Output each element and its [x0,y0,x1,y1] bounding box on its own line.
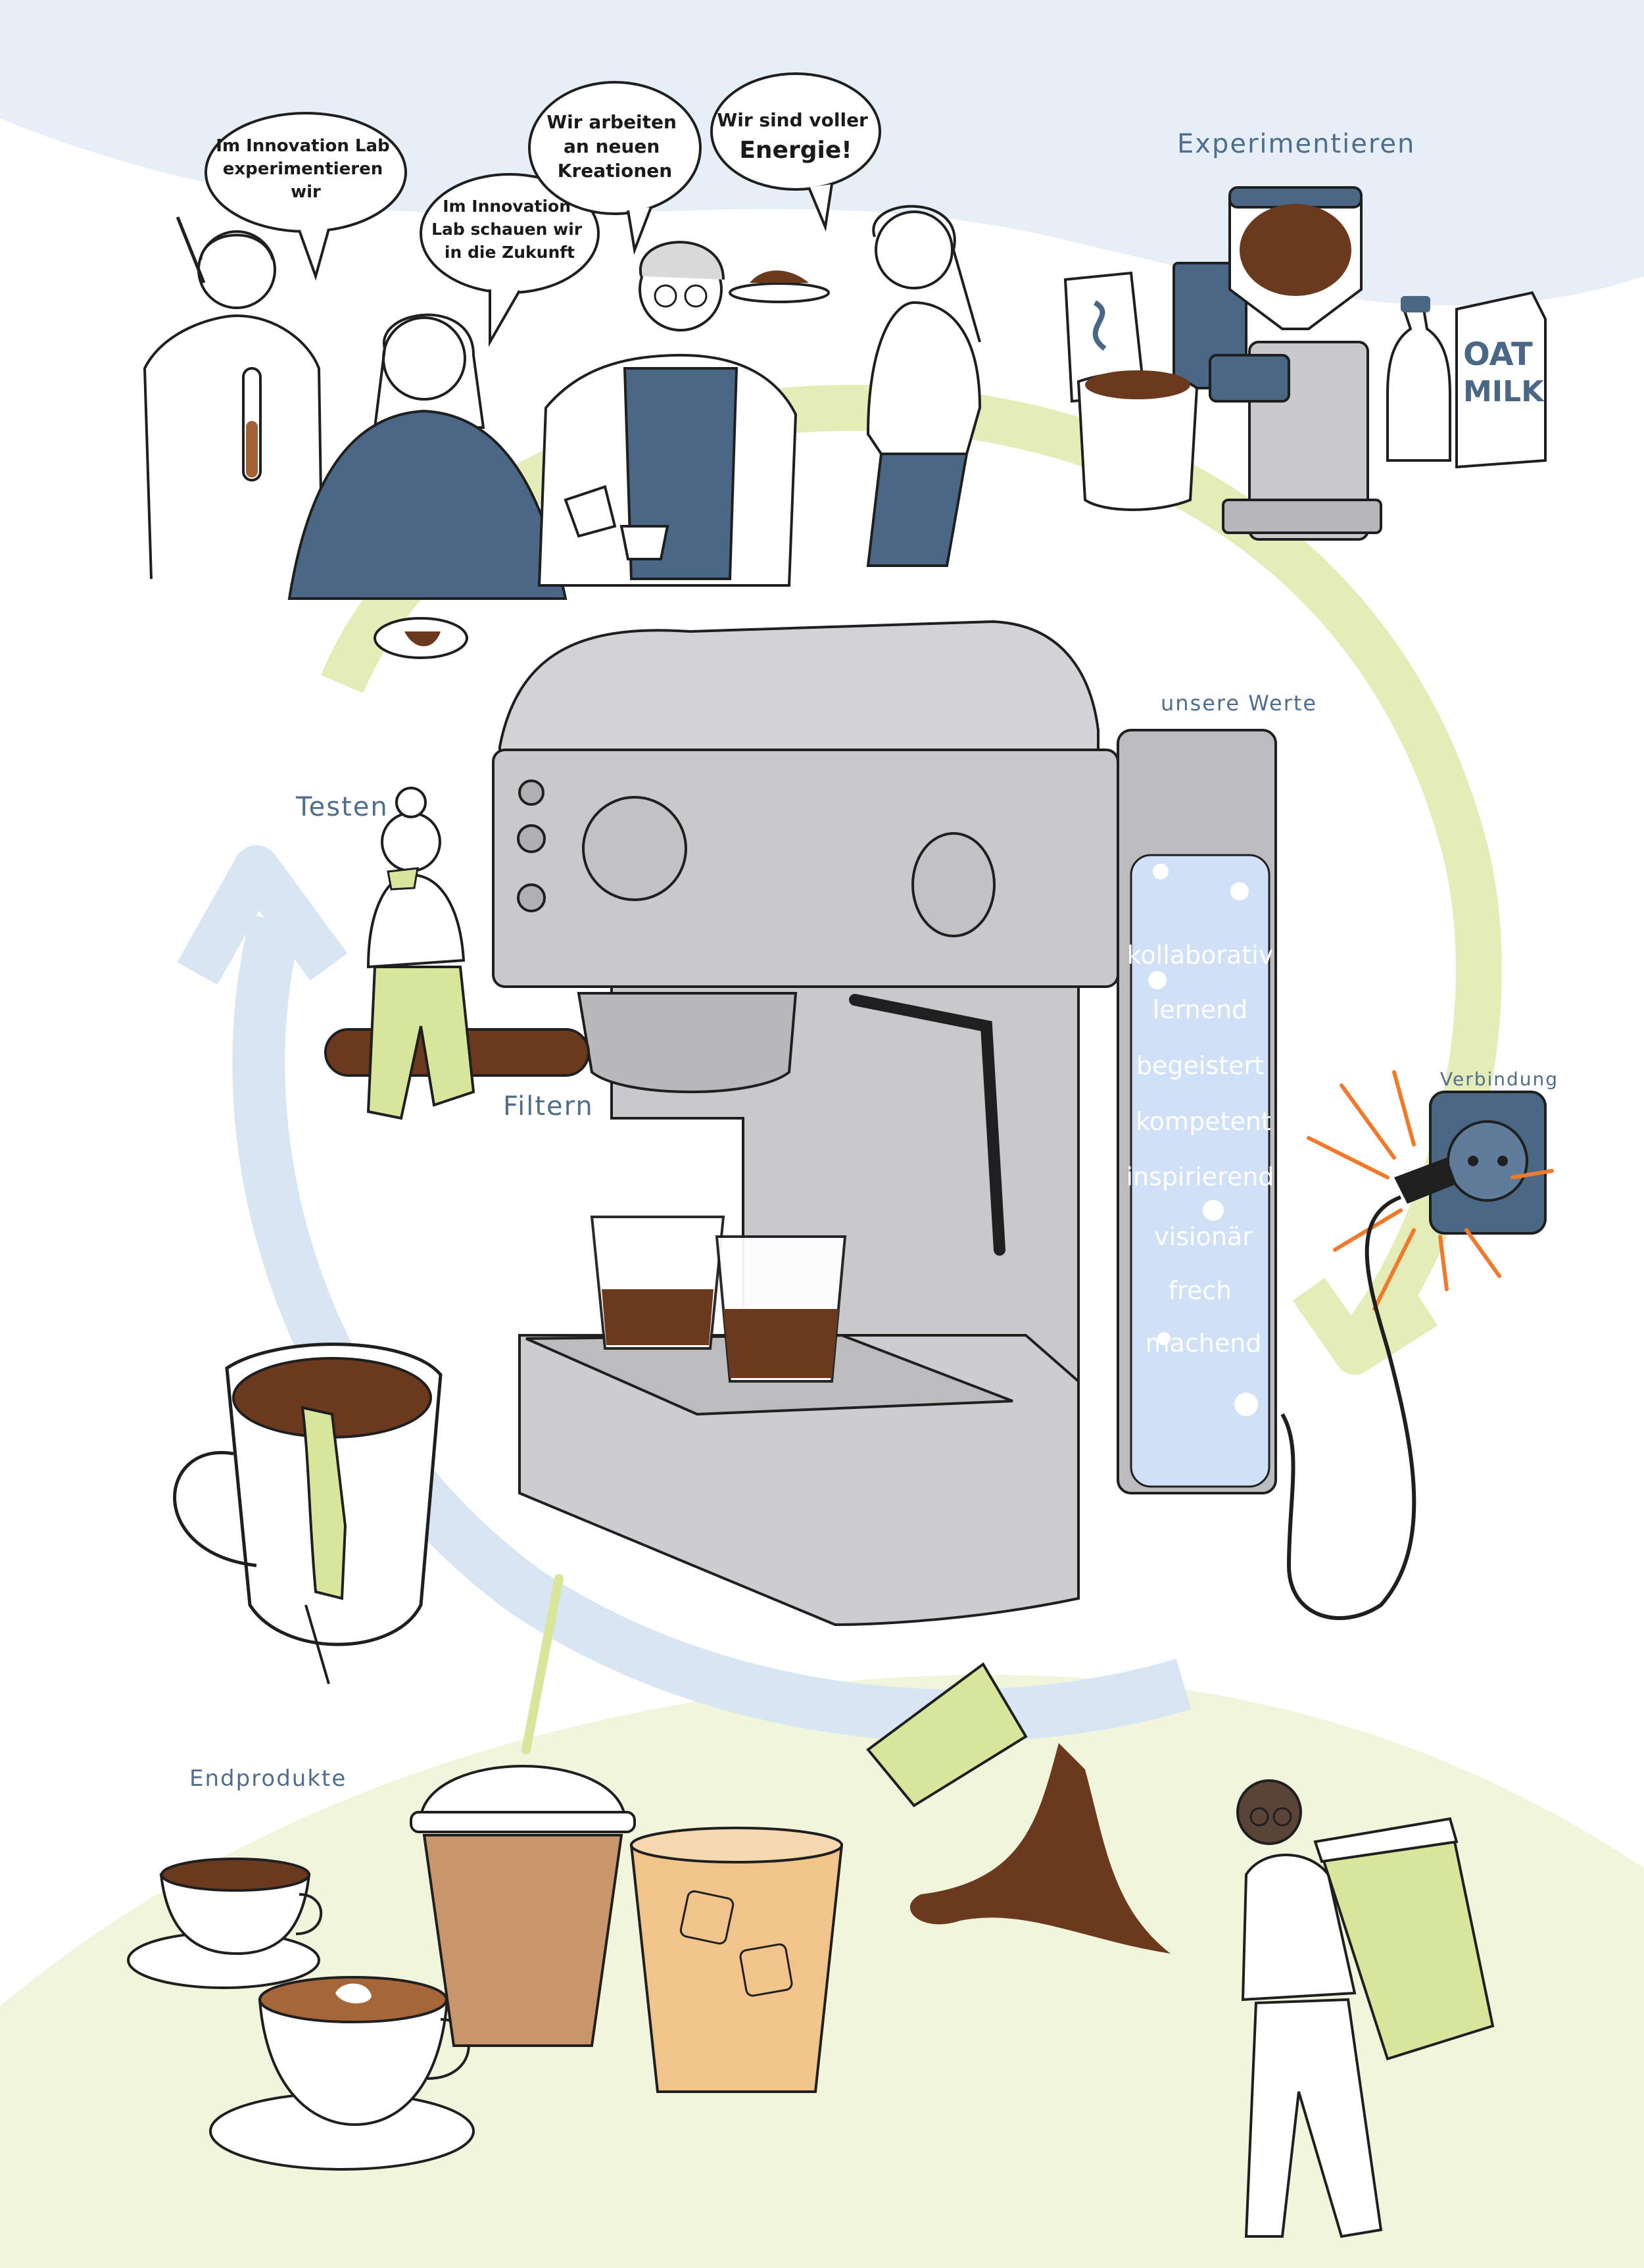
person-tester [366,787,475,1120]
label-verbindung: Verbindung [1440,1068,1559,1090]
diving-legs [301,1406,347,1600]
cycle-arrowhead-blue [177,845,348,985]
tray [729,282,830,303]
bubble-2-line-2: Lab schauen wir [431,220,583,239]
value-machend: machend [1146,1329,1262,1358]
svg-text:Im Innovation Lab experi: Im Innovation Lab experimentieren wir [216,136,395,202]
bubble-2-line-1: Im Innovation [443,197,571,216]
svg-text:Wir sind voller Energie!: Wir sind voller Energie! [717,109,874,164]
label-endprodukte: Endprodukte [189,1765,347,1792]
big-mug [173,1343,443,1685]
group-head [577,992,798,1093]
label-experimentieren: Experimentieren [1177,129,1415,159]
bubble-1-line-3: wir [291,182,321,202]
button-1 [518,779,544,806]
steam-wand [849,994,1005,1256]
person-waitress [729,205,982,567]
oat-milk-label-2: MILK [1463,375,1545,408]
bubble-3-line-3: Kreationen [558,160,672,182]
coffee-sack [1076,370,1199,511]
barista-cup [619,525,669,560]
value-visionaer: visionär [1154,1222,1253,1251]
speech-bubble-2: Im Innovation Lab schauen wir in die Zuk… [420,173,600,347]
value-begeistert: begeistert [1136,1051,1264,1080]
bubble-1-line-2: experimentieren [223,159,383,179]
value-lernend: lernend [1153,995,1248,1024]
person-scientist [143,216,324,579]
cycle-arrowhead-green [1292,1277,1438,1375]
speech-bubble-4: Wir sind voller Energie! [710,72,881,232]
espresso-glass-1 [590,1216,725,1350]
straw [521,1574,564,1754]
person-barista [537,241,798,587]
machine-base [518,1334,1080,1627]
machine-top-dome [498,620,1100,758]
person-woman-navy [287,313,568,659]
tipped-cup-with-spill [866,1662,1171,1954]
value-kompetent: kompetent [1136,1107,1271,1136]
milk-bottle [1386,296,1451,462]
bubble-1-line-1: Im Innovation Lab [216,136,389,156]
value-inspirierend: inspirierend [1126,1162,1274,1191]
value-kollaborativ: kollaborativ [1127,941,1274,970]
bubble-3-line-1: Wir arbeiten [546,111,677,133]
power-cable [1280,1195,1416,1620]
bubble-2-line-3: in die Zukunft [445,243,575,262]
tester-pants [366,966,475,1120]
dial-left [582,796,687,901]
espresso-machine [324,620,1277,1627]
tester-cup [387,867,419,891]
oat-milk-label-1: OAT [1463,336,1533,373]
button-3 [517,883,546,912]
espresso-glass-2 [715,1235,847,1383]
iced-latte-cup [410,1574,636,2047]
water-tank [1130,854,1270,1488]
milk-pitcher [564,485,617,538]
speech-bubble-1: Im Innovation Lab experimentieren wir [205,112,407,281]
latte-cup [209,1976,475,2171]
espresso-cup [127,1858,323,1989]
oat-milk-carton: OAT MILK [1455,291,1547,469]
label-filtern: Filtern [503,1091,594,1122]
iced-coffee-glass [629,1827,844,2093]
person-carrying-cup [1236,1779,1495,2238]
label-testen: Testen [295,792,389,822]
power-socket [1429,1091,1547,1235]
power-plug [1394,1158,1457,1204]
svg-text:Wir arbeiten an neuen: Wir arbeiten an neuen Kreationen [546,111,683,182]
jeans [866,453,969,567]
button-2 [517,824,546,853]
pipette [176,216,206,284]
value-frech: frech [1169,1276,1232,1305]
spark-lines [1307,1070,1554,1311]
values-list: kollaborativ lernend begeistert kompeten… [1126,941,1274,1358]
label-unsere-werte: unsere Werte [1161,691,1317,716]
bubble-3-line-2: an neuen [564,136,660,157]
speech-bubble-3: Wir arbeiten an neuen Kreationen [528,81,702,255]
bubble-4-line-1: Wir sind voller [717,109,868,131]
coffee-grinder [1209,186,1382,541]
svg-text:Im Innovation Lab schaue: Im Innovation Lab schauen wir in die Zuk… [431,197,588,262]
bubble-4-line-2: Energie! [739,137,852,164]
dial-right [911,832,996,937]
